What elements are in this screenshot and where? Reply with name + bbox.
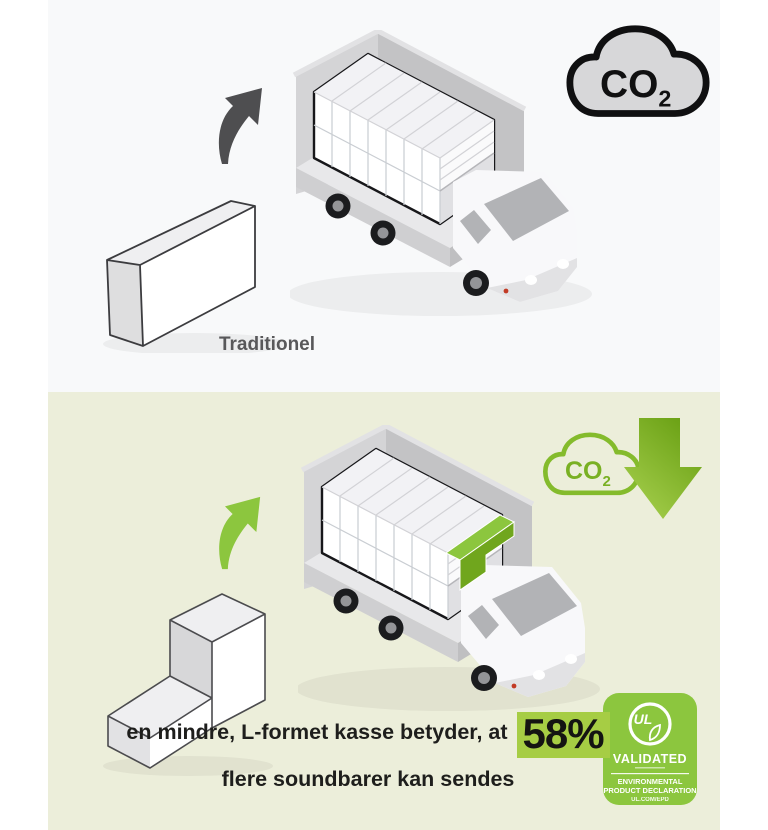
ul-logo-circle [628,702,672,746]
co2-label: CO2 [600,63,671,112]
badge-validated: VALIDATED [613,752,687,766]
curved-arrow-icon [215,86,275,166]
leaf-icon [648,723,661,742]
percent-highlight: 58% [516,712,610,758]
traditional-label: Traditionel [218,334,316,355]
co2-green-label: CO2 [565,457,611,490]
caption: en mindre, L-formet kasse betyder, at 58%… [78,712,658,792]
truck-illustration [290,30,600,330]
caption-prefix: en mindre, L-formet kasse betyder, at [126,720,508,744]
co2-reduction-icon: CO2 [540,418,702,519]
panel-optimized: CO2 UL VALIDATED ENVIRONMENTAL PRODUCT D… [48,392,720,830]
ul-validated-badge: UL VALIDATED ENVIRONMENTAL PRODUCT DECLA… [603,693,697,805]
ul-logo-text: UL [634,711,653,727]
caption-line2: flere soundbarer kan sendes [221,767,515,791]
traditional-box-illustration [95,193,295,353]
badge-line2: PRODUCT DECLARATION [603,786,696,795]
badge-line1: ENVIRONMENTAL [618,777,683,786]
co2-cloud-icon: CO2 [565,22,711,131]
caption-line1: en mindre, L-formet kasse betyder, at 58% [78,712,658,758]
down-arrow-icon [624,418,702,519]
green-curved-arrow-icon [215,495,273,571]
panel-traditional: CO2 Traditionel [48,0,720,392]
badge-line3: UL.COM/EPD [631,797,669,803]
